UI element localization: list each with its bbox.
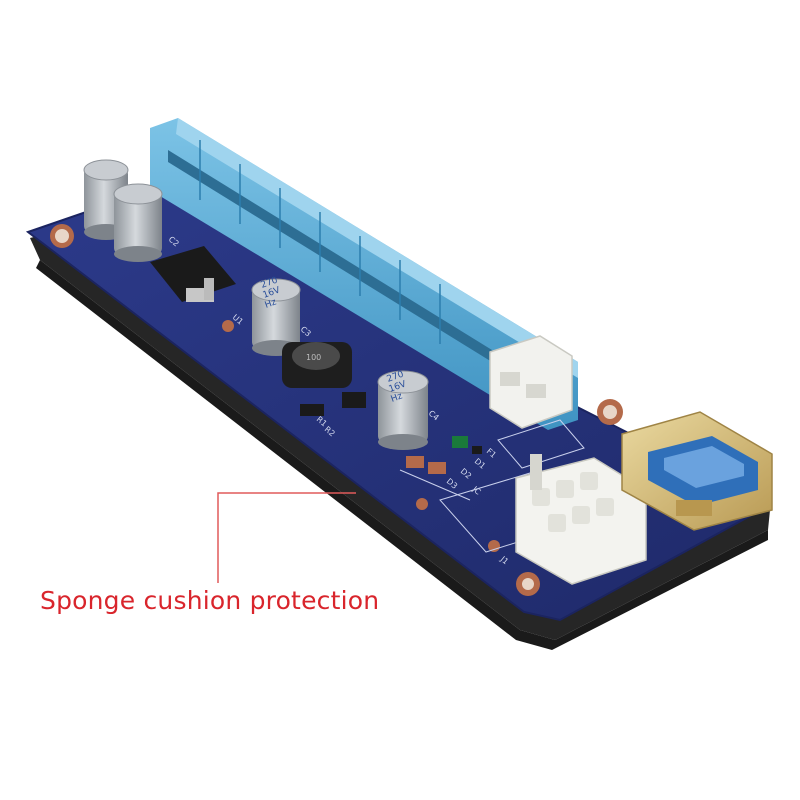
smd-components bbox=[300, 392, 482, 474]
capacitor-c3: 270 16V Hz bbox=[251, 275, 301, 356]
caption-sponge-cushion-protection: Sponge cushion protection bbox=[40, 586, 380, 615]
inductor: 100 bbox=[282, 342, 352, 388]
usb3-port bbox=[621, 411, 773, 531]
callout-line bbox=[217, 492, 356, 583]
pcie-x16-slot bbox=[150, 118, 578, 430]
inductor-label: 100 bbox=[306, 353, 321, 362]
capacitor-c2 bbox=[113, 183, 163, 262]
capacitor-marking-6: Hz bbox=[390, 391, 404, 404]
capacitor-c4: 270 16V Hz bbox=[377, 369, 429, 450]
voltage-regulator-u1 bbox=[150, 246, 236, 302]
pcie-6pin-power-connector bbox=[515, 454, 647, 585]
capacitor-marking-3: Hz bbox=[264, 297, 278, 310]
